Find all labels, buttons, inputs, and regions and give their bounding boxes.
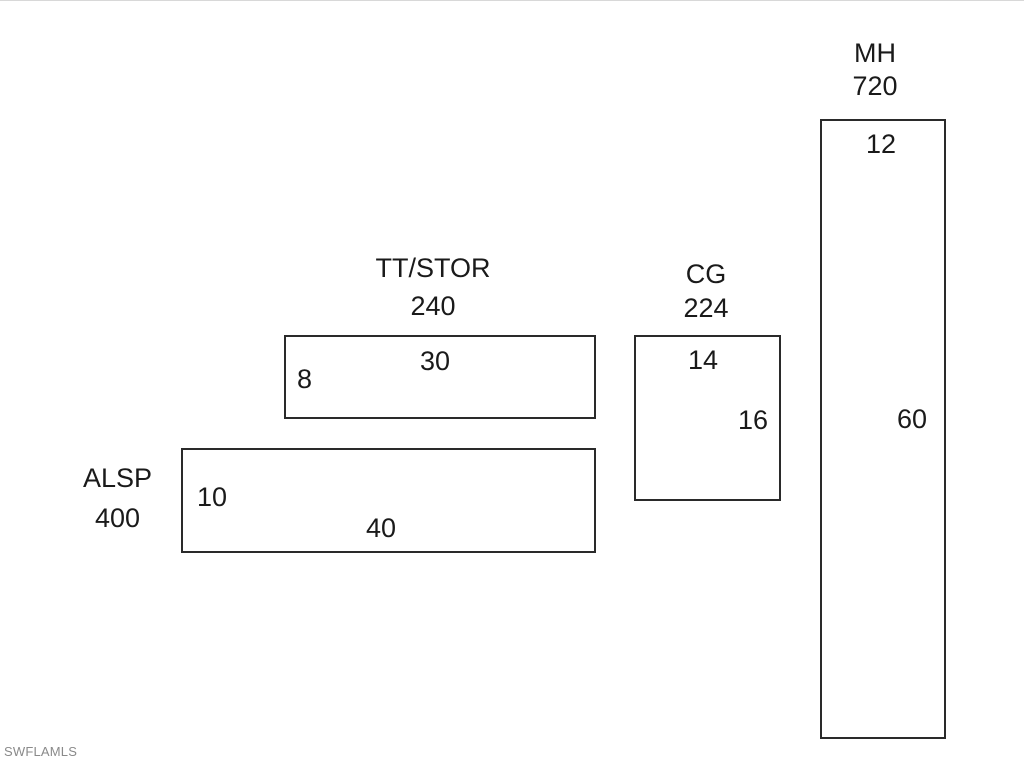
room-alsp-name: ALSP xyxy=(82,463,153,493)
room-ttstor-area: 240 xyxy=(410,291,456,321)
room-ttstor-outline xyxy=(284,335,596,419)
room-alsp-side-dimension: 10 xyxy=(197,482,228,512)
room-cg-outline xyxy=(634,335,781,501)
room-cg-side-dimension: 16 xyxy=(738,405,769,435)
mls-watermark: SWFLAMLS xyxy=(4,744,78,759)
room-alsp-outline xyxy=(181,448,596,553)
room-mh-area: 720 xyxy=(852,71,898,101)
top-border xyxy=(0,0,1024,1)
room-mh-top-dimension: 12 xyxy=(866,129,897,159)
room-alsp-top-dimension: 40 xyxy=(366,513,397,543)
room-ttstor-top-dimension: 30 xyxy=(420,346,451,376)
room-cg-top-dimension: 14 xyxy=(688,345,719,375)
room-cg-name: CG xyxy=(685,259,727,289)
room-ttstor-name: TT/STOR xyxy=(375,253,491,283)
room-mh-outline xyxy=(820,119,946,739)
room-mh-side-dimension: 60 xyxy=(897,404,928,434)
room-cg-area: 224 xyxy=(683,293,729,323)
room-alsp-area: 400 xyxy=(94,503,141,533)
room-mh-name: MH xyxy=(854,38,896,68)
room-ttstor-side-dimension: 8 xyxy=(297,364,313,394)
